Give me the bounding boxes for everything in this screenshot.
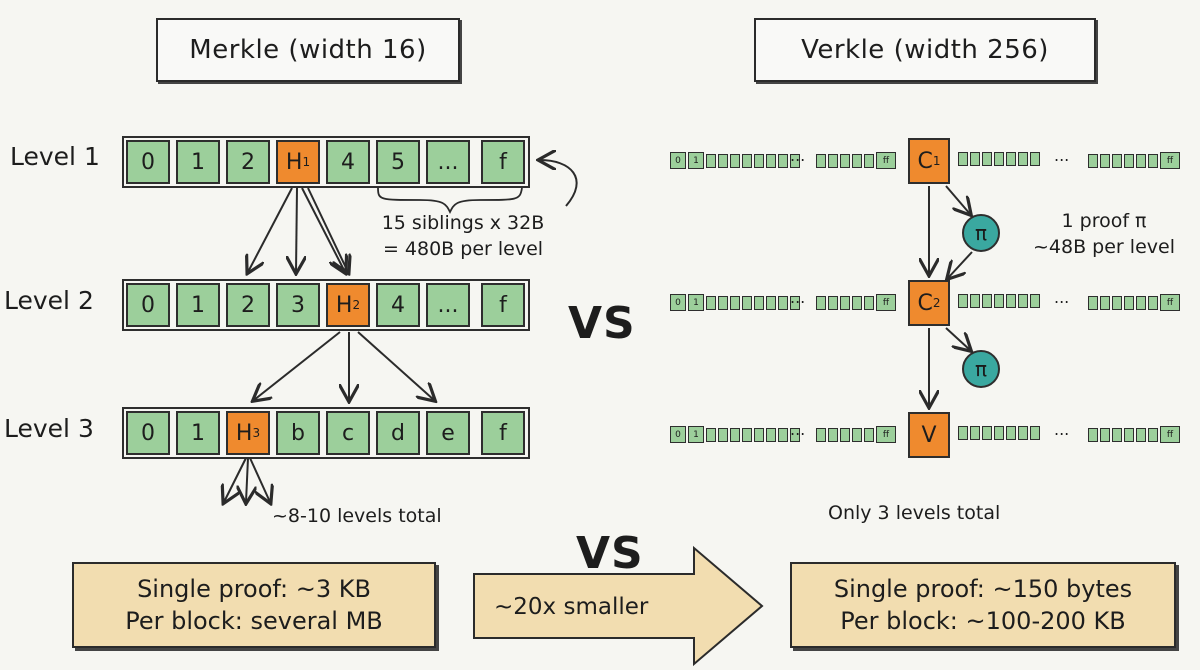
verkle-row-2-dots-a: ... xyxy=(790,288,806,307)
merkle-l3-cell: d xyxy=(376,411,420,455)
verkle-cell: 1 xyxy=(688,152,704,169)
merkle-l2-cell: 0 xyxy=(126,283,170,327)
verkle-title-text: Verkle (width 256) xyxy=(801,35,1049,65)
verkle-row-1-mid: ff xyxy=(816,152,896,169)
vs-label-bottom: VS xyxy=(576,528,644,579)
merkle-levels-total: ~8-10 levels total xyxy=(272,505,442,527)
merkle-l3-cell: b xyxy=(276,411,320,455)
verkle-proof-note: 1 proof π ~48B per level xyxy=(1014,208,1194,260)
merkle-sibling-note-line2: = 480B per level xyxy=(382,238,544,260)
merkle-l3-cell: 0 xyxy=(126,411,170,455)
merkle-l2-cell: 2 xyxy=(226,283,270,327)
verkle-row-3-mid: ff xyxy=(816,426,896,443)
merkle-level-3-label: Level 3 xyxy=(4,414,94,443)
verkle-levels-total: Only 3 levels total xyxy=(828,502,1001,524)
verkle-proof-circle-2: π xyxy=(962,350,1000,388)
merkle-l1-cell: ... xyxy=(426,140,470,184)
verkle-value-node: V xyxy=(908,412,950,458)
merkle-l2-cell: 4 xyxy=(376,283,420,327)
merkle-summary-line1: Single proof: ~3 KB xyxy=(137,575,371,603)
merkle-summary-box: Single proof: ~3 KB Per block: several M… xyxy=(72,562,436,648)
verkle-row-2-left: 0 1 xyxy=(670,294,800,311)
merkle-level-2-label: Level 2 xyxy=(4,286,94,315)
verkle-row-1-end: ff xyxy=(1088,152,1180,169)
verkle-row-2-right xyxy=(958,294,1040,308)
merkle-row-3-frame xyxy=(122,407,530,459)
smaller-arrow-shape xyxy=(473,545,764,667)
merkle-l3-cell: c xyxy=(326,411,370,455)
merkle-sibling-note: 15 siblings x 32B = 480B per level xyxy=(358,210,568,262)
merkle-l1-cell: 0 xyxy=(126,140,170,184)
merkle-level-1-label: Level 1 xyxy=(10,142,100,171)
merkle-l2-cell: ... xyxy=(426,283,470,327)
verkle-summary-line1: Single proof: ~150 bytes xyxy=(833,575,1133,603)
verkle-cell: 0 xyxy=(670,152,686,169)
merkle-sibling-note-line1: 15 siblings x 32B xyxy=(381,212,545,234)
verkle-row-3-left: 0 1 xyxy=(670,426,800,443)
merkle-l1-cell: 1 xyxy=(176,140,220,184)
verkle-proof-note-line1: 1 proof π xyxy=(1061,210,1147,232)
merkle-summary-line2: Per block: several MB xyxy=(125,607,383,635)
verkle-row-3-right xyxy=(958,426,1040,440)
verkle-row-2-end: ff xyxy=(1088,294,1180,311)
verkle-row-3-end: ff xyxy=(1088,426,1180,443)
verkle-summary-line2: Per block: ~100-200 KB xyxy=(840,607,1126,635)
verkle-proof-circle-1: π xyxy=(962,214,1000,252)
verkle-title: Verkle (width 256) xyxy=(754,18,1096,82)
merkle-l2-cell: 1 xyxy=(176,283,220,327)
verkle-row-2-dots-b: ... xyxy=(1054,288,1070,307)
merkle-row-1-frame xyxy=(122,136,530,188)
verkle-row-1-dots-b: ... xyxy=(1054,146,1070,165)
merkle-l3-cell: f xyxy=(481,411,525,455)
verkle-proof-note-line2: ~48B per level xyxy=(1033,236,1175,258)
verkle-cell: ff xyxy=(876,152,896,169)
smaller-arrow-label: ~20x smaller xyxy=(494,594,649,620)
merkle-l3-cell: e xyxy=(426,411,470,455)
verkle-row-1-right xyxy=(958,152,1040,166)
verkle-row-3-dots-b: ... xyxy=(1054,420,1070,439)
merkle-title: Merkle (width 16) xyxy=(156,18,460,82)
verkle-row-1-left: 0 1 xyxy=(670,152,800,169)
merkle-l2-cell: f xyxy=(481,283,525,327)
merkle-title-text: Merkle (width 16) xyxy=(189,35,427,65)
verkle-row-1-dots-a: ... xyxy=(790,146,806,165)
verkle-row-3-dots-a: ... xyxy=(790,420,806,439)
merkle-l1-cell: 5 xyxy=(376,140,420,184)
merkle-l1-cell: f xyxy=(481,140,525,184)
merkle-l2-cell: 3 xyxy=(276,283,320,327)
merkle-l1-cell: 4 xyxy=(326,140,370,184)
verkle-row-2-mid: ff xyxy=(816,294,896,311)
verkle-summary-box: Single proof: ~150 bytes Per block: ~100… xyxy=(790,562,1176,648)
merkle-l3-cell: 1 xyxy=(176,411,220,455)
vs-label-middle: VS xyxy=(568,298,636,349)
merkle-l1-cell: 2 xyxy=(226,140,270,184)
merkle-row-2-frame xyxy=(122,279,530,331)
verkle-cell: ff xyxy=(1160,152,1180,169)
